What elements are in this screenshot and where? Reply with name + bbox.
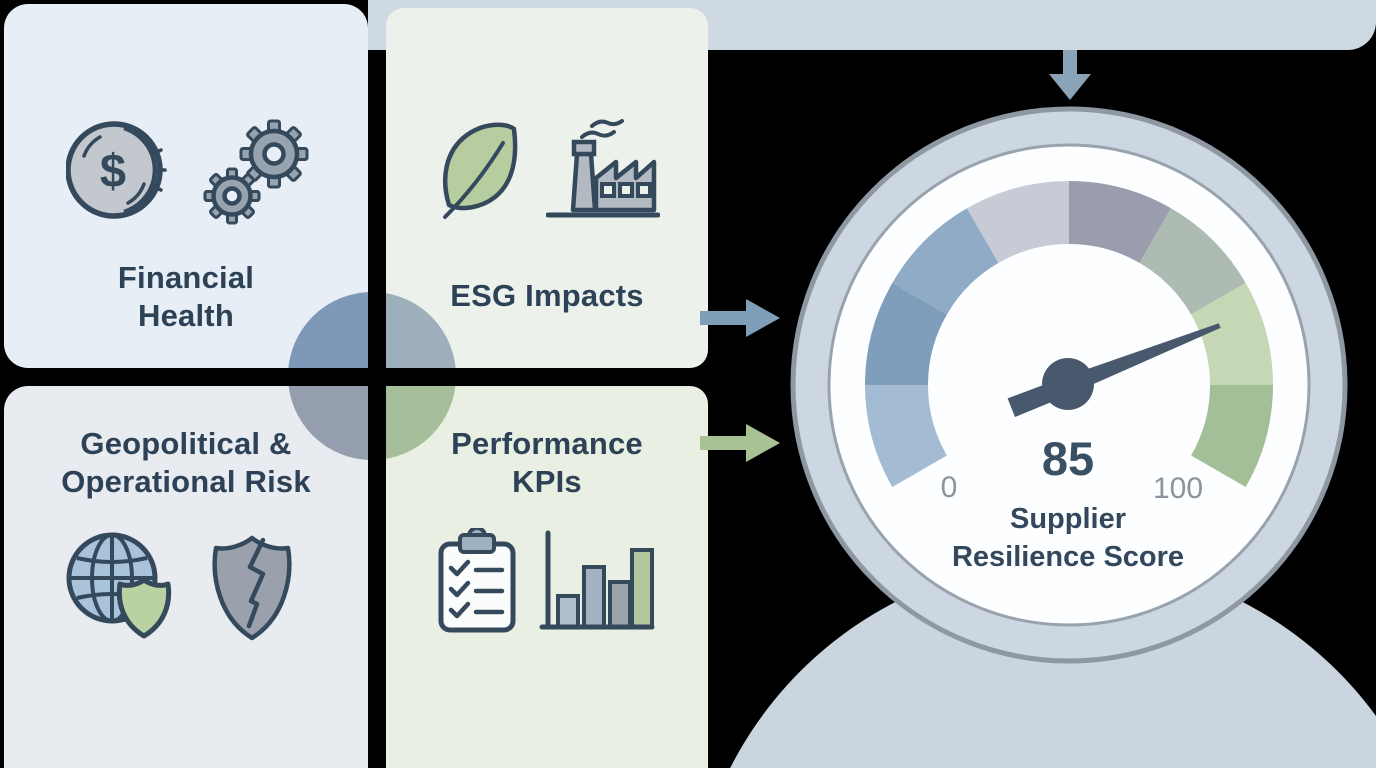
venn-circle-bottom-left <box>288 386 368 460</box>
globe-with-shield-icon <box>66 532 172 639</box>
financial-health-title-line2: Health <box>138 298 234 333</box>
factory-icon <box>546 119 660 218</box>
gears-icon <box>203 119 309 225</box>
bar-to-gauge-down-arrow-icon <box>1049 50 1091 100</box>
gauge-needle-hub <box>1042 358 1094 410</box>
svg-text:$: $ <box>100 144 126 197</box>
gauge-caption-line2: Resilience Score <box>952 541 1184 573</box>
panel-geopolitical-operational-risk <box>4 386 368 768</box>
esg-to-gauge-arrow-icon <box>700 299 780 337</box>
venn-circle-top-left <box>288 292 368 368</box>
gauge-caption-line1: Supplier <box>1010 503 1126 535</box>
financial-health-title: Financial Health <box>4 259 368 335</box>
broken-shield-icon <box>212 535 292 641</box>
supplier-resilience-gauge: 0 100 85 Supplier Resilience Score <box>790 106 1348 664</box>
gauge-needle <box>1007 323 1221 417</box>
esg-impacts-title: ESG Impacts <box>386 277 708 315</box>
geopolitical-risk-title: Geopolitical & Operational Risk <box>4 425 368 501</box>
performance-kpis-title-line1: Performance <box>451 426 643 461</box>
gauge-max-label: 100 <box>1153 472 1203 505</box>
gauge-value: 85 <box>1042 432 1094 485</box>
panel-financial-health <box>4 4 368 368</box>
performance-kpis-title-line2: KPIs <box>512 464 582 499</box>
venn-circle-bottom-right <box>386 386 456 459</box>
gauge-min-label: 0 <box>941 471 958 504</box>
venn-circle-top-right <box>386 293 456 368</box>
performance-kpis-title: Performance KPIs <box>386 425 708 501</box>
geopolitical-risk-title-line2: Operational Risk <box>61 464 311 499</box>
kpi-bar-chart-icon <box>539 530 655 630</box>
gauge-segment-arc <box>865 181 1273 487</box>
clipboard-checklist-icon <box>438 528 516 633</box>
kpi-to-gauge-arrow-icon <box>700 424 780 462</box>
geopolitical-risk-title-line1: Geopolitical & <box>80 426 292 461</box>
leaf-icon <box>442 122 518 219</box>
esg-impacts-title-line1: ESG Impacts <box>450 278 644 313</box>
dollar-coin-icon: $ <box>66 121 167 219</box>
financial-health-title-line1: Financial <box>117 260 255 295</box>
